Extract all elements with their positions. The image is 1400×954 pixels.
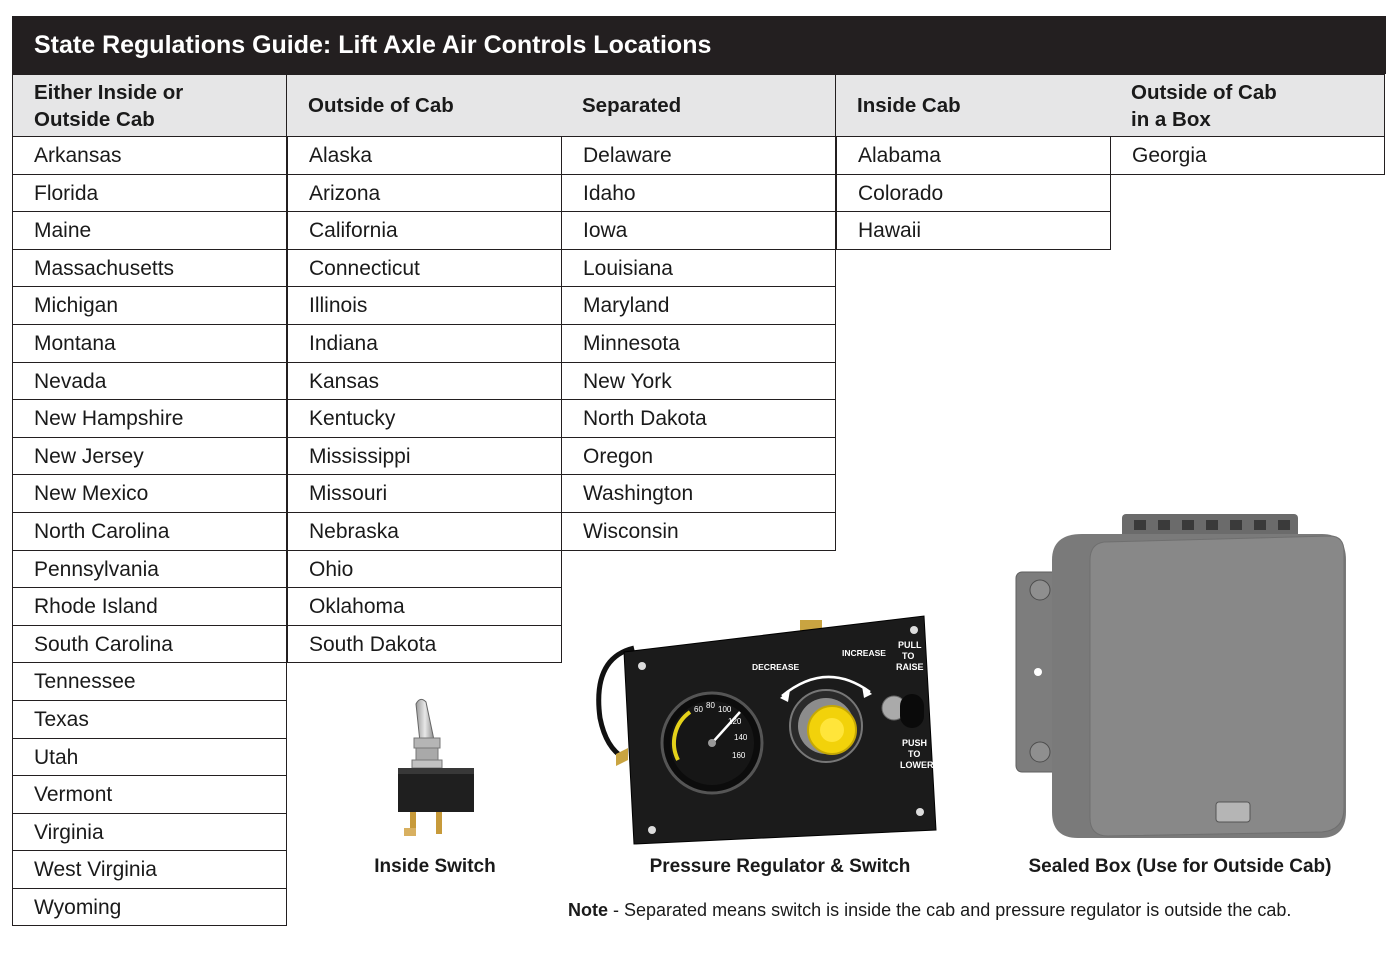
- state-cell: Oklahoma: [287, 588, 562, 626]
- state-cell: Delaware: [561, 137, 836, 175]
- note-text: - Separated means switch is inside the c…: [608, 900, 1292, 920]
- state-cell: Nebraska: [287, 512, 562, 551]
- column-header-line: Inside Cab: [857, 94, 961, 117]
- state-cell: New York: [561, 362, 836, 401]
- state-cell: Tennessee: [12, 663, 287, 701]
- state-cell: Indiana: [287, 324, 562, 363]
- column-header-line: Outside Cab: [34, 107, 155, 131]
- state-cell: Montana: [12, 324, 287, 363]
- column-header-text: Outside of Cab in a Box: [1131, 79, 1277, 133]
- state-cell: Arizona: [287, 174, 562, 213]
- state-cell: New Jersey: [12, 437, 287, 476]
- page-title: State Regulations Guide: Lift Axle Air C…: [12, 16, 1386, 74]
- inside-switch-caption: Inside Switch: [374, 856, 496, 877]
- column-header: Outside of Cab in a Box: [1110, 74, 1385, 137]
- pull-to-raise-label: PULL: [898, 640, 922, 650]
- state-cell: Mississippi: [287, 437, 562, 476]
- increase-label: INCREASE: [842, 648, 886, 658]
- push-to-lower-label: TO: [908, 749, 920, 759]
- state-cell: Connecticut: [287, 249, 562, 288]
- column-header-text: Separated: [582, 92, 681, 119]
- pressure-regulator-icon: 60 80 100 120 140 160 DECREASE INCREASE …: [596, 615, 937, 845]
- state-cell: Vermont: [12, 776, 287, 814]
- toggle-switch-icon: [398, 698, 474, 836]
- state-cell: Nevada: [12, 362, 287, 401]
- state-cell: Virginia: [12, 813, 287, 852]
- state-cell: North Dakota: [561, 400, 836, 438]
- state-cell: North Carolina: [12, 512, 287, 551]
- state-cell: South Dakota: [287, 625, 562, 664]
- gauge-tick-label: 60: [694, 705, 703, 714]
- sealed-box-caption: Sealed Box (Use for Outside Cab): [1028, 856, 1332, 877]
- column-header-line: Outside of Cab: [1131, 80, 1277, 104]
- column-header: Separated: [561, 74, 836, 137]
- state-cell: Wisconsin: [561, 512, 836, 551]
- gauge-tick-label: 100: [718, 705, 732, 714]
- state-cell: California: [287, 212, 562, 250]
- push-to-lower-label: LOWER: [900, 760, 934, 770]
- decrease-label: DECREASE: [752, 662, 800, 672]
- state-cell: Colorado: [836, 174, 1111, 213]
- state-cell: Utah: [12, 738, 287, 777]
- column-header: Outside of Cab: [287, 74, 562, 137]
- column-header-line: in a Box: [1131, 107, 1211, 131]
- column-header-text: Either Inside or Outside Cab: [34, 79, 183, 133]
- column-header-text: Outside of Cab: [308, 92, 454, 119]
- state-cell: Alaska: [287, 137, 562, 175]
- state-cell: Hawaii: [836, 212, 1111, 250]
- state-cell: West Virginia: [12, 851, 287, 889]
- column-header: Inside Cab: [836, 74, 1111, 137]
- gauge-tick-label: 120: [728, 717, 742, 726]
- state-cell: Iowa: [561, 212, 836, 250]
- state-cell: Louisiana: [561, 249, 836, 288]
- state-cell: Idaho: [561, 174, 836, 213]
- column-header-text: Inside Cab: [857, 92, 961, 119]
- column-header-line: Either Inside or: [34, 80, 184, 104]
- state-cell: Florida: [12, 174, 287, 213]
- column-header-line: Outside of Cab: [308, 94, 454, 117]
- column-header-line: Separated: [582, 94, 682, 117]
- state-cell: Minnesota: [561, 324, 836, 363]
- state-cell: New Mexico: [12, 475, 287, 513]
- state-cell: Kentucky: [287, 400, 562, 438]
- state-cell: Georgia: [1110, 137, 1385, 175]
- state-cell: Arkansas: [12, 137, 287, 175]
- state-cell: Maine: [12, 212, 287, 250]
- footnote: Note - Separated means switch is inside …: [568, 900, 1291, 921]
- note-label: Note: [568, 900, 608, 920]
- state-cell: Michigan: [12, 287, 287, 325]
- sealed-box-icon: [1015, 514, 1346, 838]
- state-cell: Oregon: [561, 437, 836, 476]
- state-cell: Ohio: [287, 550, 562, 589]
- push-to-lower-label: PUSH: [902, 738, 927, 748]
- state-cell: Pennsylvania: [12, 550, 287, 589]
- state-cell: Texas: [12, 700, 287, 739]
- gauge-tick-label: 140: [734, 733, 748, 742]
- state-cell: Illinois: [287, 287, 562, 325]
- state-cell: New Hampshire: [12, 400, 287, 438]
- state-cell: Wyoming: [12, 888, 287, 927]
- state-cell: Alabama: [836, 137, 1111, 175]
- pull-to-raise-label: RAISE: [896, 662, 924, 672]
- state-cell: Kansas: [287, 362, 562, 401]
- column-header: Either Inside or Outside Cab: [12, 74, 287, 137]
- regulator-caption: Pressure Regulator & Switch: [649, 856, 911, 877]
- gauge-tick-label: 80: [706, 701, 715, 710]
- state-cell: Rhode Island: [12, 588, 287, 626]
- pull-to-raise-label: TO: [902, 651, 914, 661]
- state-cell: Massachusetts: [12, 249, 287, 288]
- gauge-tick-label: 160: [732, 751, 746, 760]
- state-cell: South Carolina: [12, 625, 287, 664]
- state-cell: Maryland: [561, 287, 836, 325]
- state-cell: Washington: [561, 475, 836, 513]
- state-cell: Missouri: [287, 475, 562, 513]
